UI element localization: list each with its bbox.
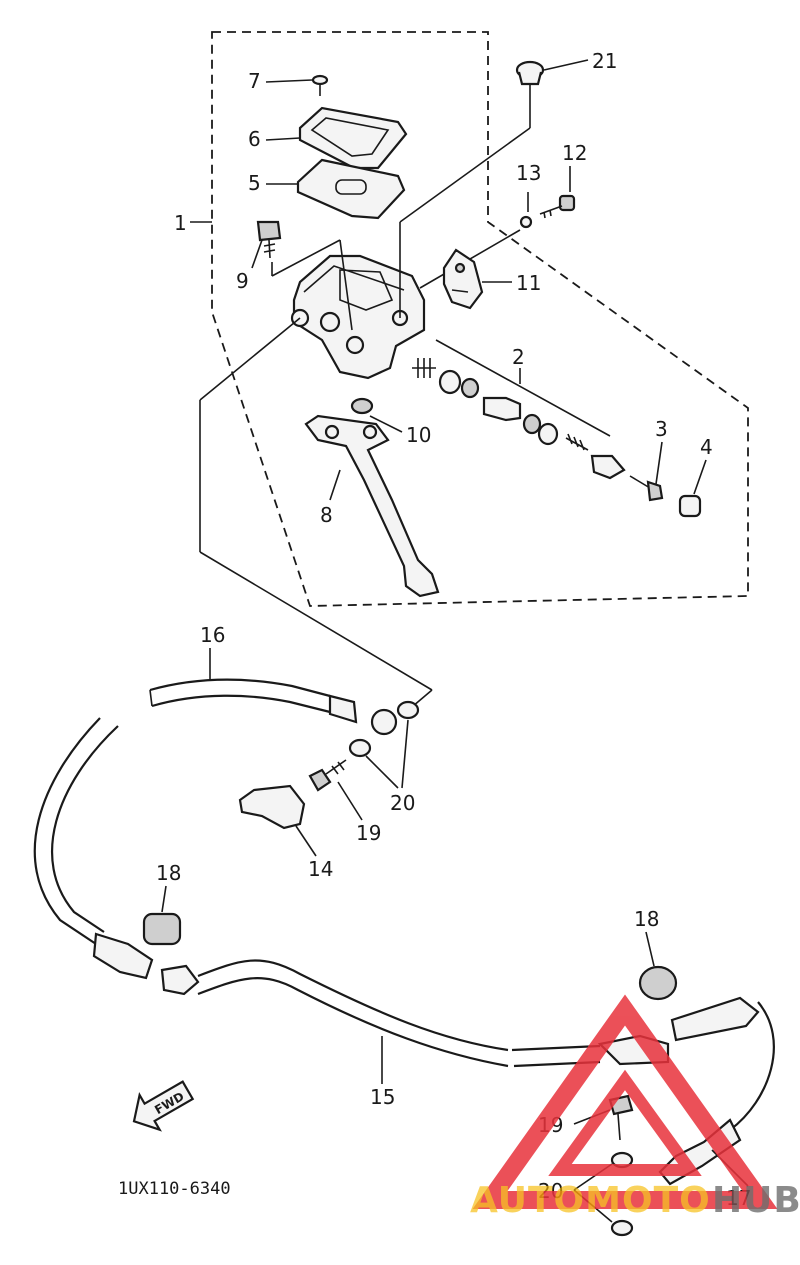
part-18-grommet xyxy=(142,912,182,946)
assembly-outline xyxy=(211,31,749,607)
callout-13: 13 xyxy=(516,161,541,185)
part-21-cap xyxy=(515,60,545,86)
part-18-grommet xyxy=(638,965,678,1001)
part-20-washer xyxy=(348,738,372,758)
part-19-union-bolt xyxy=(308,759,347,792)
callout-9: 9 xyxy=(236,269,249,293)
watermark-inner-triangle-icon xyxy=(548,1069,702,1176)
callout-16: 16 xyxy=(200,623,225,647)
callout-6: 6 xyxy=(248,127,261,151)
callout-15: 15 xyxy=(370,1085,395,1109)
watermark-triangle-icon xyxy=(472,994,778,1209)
callout-19a: 19 xyxy=(356,821,381,845)
part-13-washer xyxy=(519,215,533,229)
part-12-screw xyxy=(539,194,576,219)
callout-12: 12 xyxy=(562,141,587,165)
hose-left-curve xyxy=(33,717,154,980)
part-20-washer xyxy=(396,700,420,720)
fwd-arrow-icon: FWD xyxy=(132,1080,195,1132)
callout-3: 3 xyxy=(655,417,668,441)
part-15-pipe xyxy=(160,959,601,1068)
part-6-reservoir-cap xyxy=(298,106,408,170)
watermark-text-primary: AUTOMOTO xyxy=(470,1180,711,1221)
callout-21: 21 xyxy=(592,49,617,73)
callout-14: 14 xyxy=(308,857,333,881)
part-10-nut xyxy=(350,397,374,415)
callout-18a: 18 xyxy=(156,861,181,885)
part-14-boot xyxy=(238,784,306,830)
part-7-screw xyxy=(311,74,329,96)
part-9-bolt xyxy=(256,220,282,259)
callout-1: 1 xyxy=(174,211,187,235)
master-cylinder-body xyxy=(290,254,426,380)
watermark-logo: AUTOMOTO HUB xyxy=(470,994,800,1221)
callout-20a: 20 xyxy=(390,791,415,815)
callout-2: 2 xyxy=(512,345,525,369)
part-2-piston-kit xyxy=(412,339,626,480)
callout-11: 11 xyxy=(516,271,541,295)
part-5-diaphragm xyxy=(296,158,406,220)
part-11-bracket xyxy=(442,248,484,310)
part-3-switch xyxy=(629,475,664,502)
callout-8: 8 xyxy=(320,503,333,527)
part-8-lever xyxy=(304,414,440,598)
callout-4: 4 xyxy=(700,435,713,459)
diagram-code: 1UX110-6340 xyxy=(118,1179,231,1199)
part-4-cap xyxy=(678,494,702,518)
part-20-washer xyxy=(610,1219,634,1237)
callout-7: 7 xyxy=(248,69,261,93)
part-16-hose xyxy=(149,678,398,736)
callout-18b: 18 xyxy=(634,907,659,931)
callout-5: 5 xyxy=(248,171,261,195)
callout-10: 10 xyxy=(406,423,431,447)
watermark-text-secondary: HUB xyxy=(712,1180,800,1221)
